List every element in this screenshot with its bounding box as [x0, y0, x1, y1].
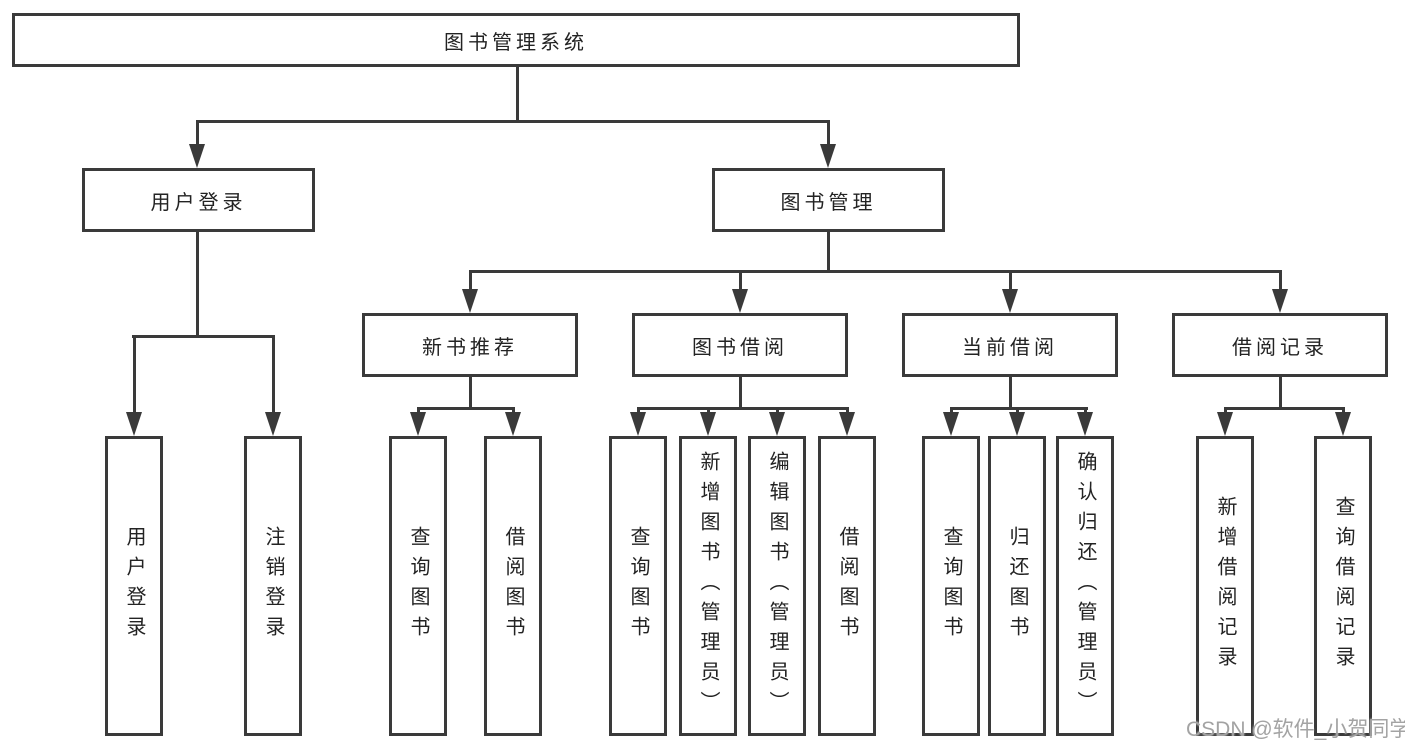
leaf-borrow-books-recommend: 借阅图书 — [484, 436, 542, 736]
node-current-borrowing: 当前借阅 — [902, 313, 1118, 377]
arrowhead — [943, 412, 959, 436]
connector-line — [469, 270, 1282, 273]
connector-line — [469, 375, 472, 410]
node-label: 图书管理系统 — [444, 31, 588, 54]
connector-line — [417, 407, 515, 410]
node-book-management: 图书管理 — [712, 168, 945, 232]
leaf-query-books-current: 查询图书 — [922, 436, 980, 736]
csdn-watermark: CSDN @软件_小贺同学 — [1186, 718, 1405, 741]
leaf-confirm-return-admin: 确认归还（管理员） — [1056, 436, 1114, 736]
arrowhead — [505, 412, 521, 436]
connector-line — [196, 230, 199, 338]
arrowhead — [769, 412, 785, 436]
connector-line — [637, 407, 640, 416]
node-borrowing-records: 借阅记录 — [1172, 313, 1388, 377]
node-label: 编辑图书（管理员） — [766, 451, 788, 721]
connector-line — [827, 230, 830, 273]
leaf-add-book-admin: 新增图书（管理员） — [679, 436, 737, 736]
leaf-borrow-books: 借阅图书 — [818, 436, 876, 736]
arrowhead — [1002, 289, 1018, 313]
connector-line — [739, 270, 742, 293]
connector-line — [950, 407, 953, 416]
connector-line — [846, 407, 849, 416]
node-label: 借阅记录 — [1232, 336, 1328, 359]
connector-line — [707, 407, 710, 416]
leaf-add-borrow-record: 新增借阅记录 — [1196, 436, 1254, 736]
connector-line — [132, 335, 275, 338]
arrowhead — [700, 412, 716, 436]
arrowhead — [1217, 412, 1233, 436]
arrowhead — [839, 412, 855, 436]
leaf-edit-book-admin: 编辑图书（管理员） — [748, 436, 806, 736]
node-label: 图书管理 — [780, 191, 877, 214]
arrowhead — [1335, 412, 1351, 436]
connector-line — [827, 120, 830, 148]
node-label: 确认归还（管理员） — [1074, 451, 1096, 721]
connector-line — [1009, 270, 1012, 293]
arrowhead — [1077, 412, 1093, 436]
arrowhead — [630, 412, 646, 436]
connector-line — [1224, 407, 1227, 416]
arrowhead — [820, 144, 836, 168]
arrowhead — [732, 289, 748, 313]
leaf-return-books: 归还图书 — [988, 436, 1046, 736]
connector-line — [469, 270, 472, 293]
connector-line — [739, 375, 742, 410]
arrowhead — [1009, 412, 1025, 436]
connector-line — [1279, 375, 1282, 410]
connector-line — [1016, 407, 1019, 416]
node-label: 新增图书（管理员） — [697, 451, 719, 721]
connector-line — [196, 120, 830, 123]
arrowhead — [265, 412, 281, 436]
node-label: 新增借阅记录 — [1214, 496, 1236, 676]
node-library-management-system: 图书管理系统 — [12, 13, 1020, 67]
connector-line — [1342, 407, 1345, 416]
node-new-book-recommendation: 新书推荐 — [362, 313, 578, 377]
connector-line — [1009, 375, 1012, 410]
connector-line — [272, 335, 275, 416]
connector-line — [776, 407, 779, 416]
node-user-login: 用户登录 — [82, 168, 315, 232]
arrowhead — [189, 144, 205, 168]
connector-line — [1084, 407, 1087, 416]
leaf-user-login: 用户登录 — [105, 436, 163, 736]
connector-line — [1279, 270, 1282, 293]
leaf-query-books-borrowing: 查询图书 — [609, 436, 667, 736]
node-label: 查询图书 — [407, 526, 429, 646]
leaf-query-books-recommend: 查询图书 — [389, 436, 447, 736]
connector-line — [512, 407, 515, 416]
node-book-borrowing: 图书借阅 — [632, 313, 848, 377]
connector-line — [133, 335, 136, 416]
node-label: 当前借阅 — [962, 336, 1058, 359]
leaf-query-borrow-record: 查询借阅记录 — [1314, 436, 1372, 736]
arrowhead — [462, 289, 478, 313]
arrowhead — [410, 412, 426, 436]
node-label: 借阅图书 — [502, 526, 524, 646]
node-label: 借阅图书 — [836, 526, 858, 646]
connector-line — [637, 407, 849, 410]
leaf-logout: 注销登录 — [244, 436, 302, 736]
arrowhead — [126, 412, 142, 436]
connector-line — [417, 407, 420, 416]
node-label: 查询图书 — [940, 526, 962, 646]
node-label: 用户登录 — [123, 526, 145, 646]
node-label: 新书推荐 — [422, 336, 518, 359]
connector-line — [950, 407, 1088, 410]
node-label: 用户登录 — [150, 191, 247, 214]
connector-line — [196, 120, 199, 148]
node-label: 图书借阅 — [692, 336, 788, 359]
arrowhead — [1272, 289, 1288, 313]
node-label: 查询借阅记录 — [1332, 496, 1354, 676]
node-label: 归还图书 — [1006, 526, 1028, 646]
connector-line — [516, 64, 519, 123]
node-label: 注销登录 — [262, 526, 284, 646]
node-label: 查询图书 — [627, 526, 649, 646]
connector-line — [1224, 407, 1345, 410]
